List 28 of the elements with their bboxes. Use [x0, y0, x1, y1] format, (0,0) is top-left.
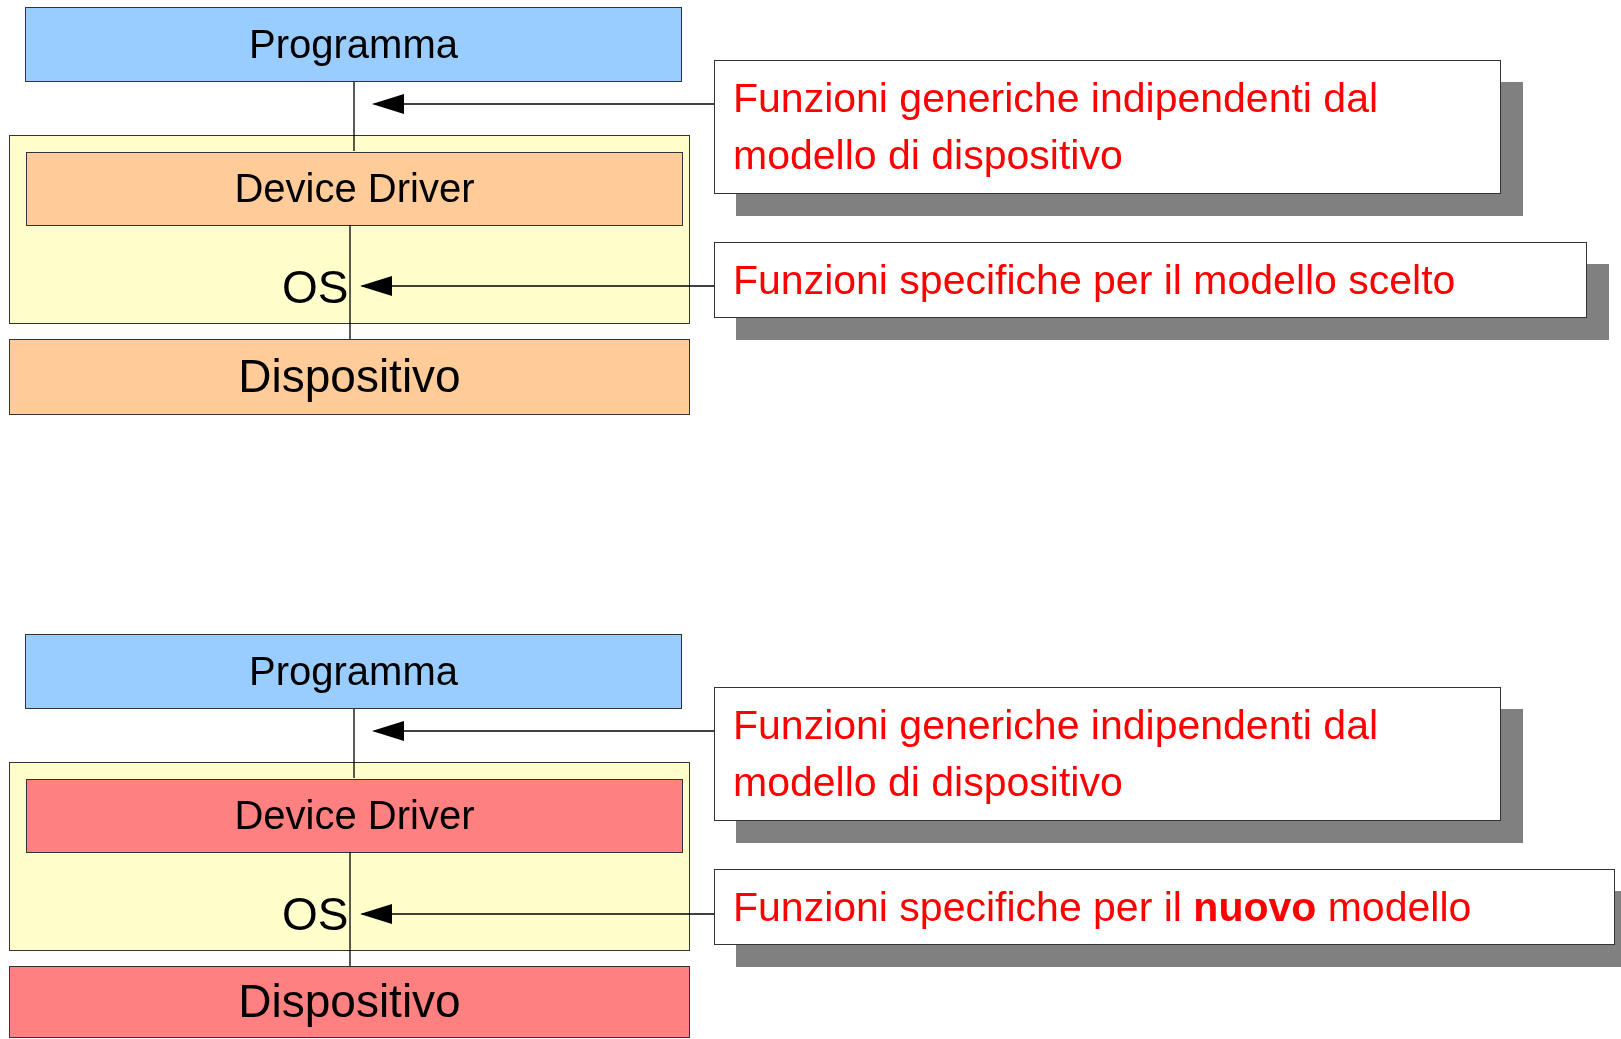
layer-label: Device Driver	[234, 792, 475, 840]
layer-box	[25, 634, 682, 709]
callout-text: Funzioni generiche indipendenti dal modello di dispositivo	[733, 74, 1380, 180]
layer-label: Dispositivo	[238, 974, 461, 1030]
connector-line	[349, 851, 351, 967]
arrow	[372, 721, 715, 741]
connector-line	[349, 224, 351, 340]
os-region	[9, 762, 690, 951]
os-region	[9, 135, 690, 324]
layer-box	[9, 339, 690, 415]
layer-label: Programma	[249, 647, 458, 695]
os-label: OS	[282, 887, 349, 942]
layer-box	[26, 152, 683, 226]
arrow	[360, 276, 715, 296]
callout-text: Funzioni generiche indipendenti dal modello di dispositivo	[733, 701, 1380, 807]
connector-line	[353, 81, 355, 152]
arrow	[360, 904, 715, 924]
os-label: OS	[282, 260, 349, 315]
layer-label: Programma	[249, 20, 458, 68]
callout-text: Funzioni specifiche per il nuovo modello	[733, 882, 1472, 932]
layer-label: Device Driver	[234, 165, 475, 213]
layer-box	[25, 7, 682, 82]
layer-label: Dispositivo	[238, 349, 461, 405]
layer-box	[26, 779, 683, 853]
layer-box	[9, 966, 690, 1038]
arrow	[372, 94, 715, 114]
connector-line	[353, 708, 355, 779]
callout-text: Funzioni specifiche per il modello scelto	[733, 255, 1456, 305]
